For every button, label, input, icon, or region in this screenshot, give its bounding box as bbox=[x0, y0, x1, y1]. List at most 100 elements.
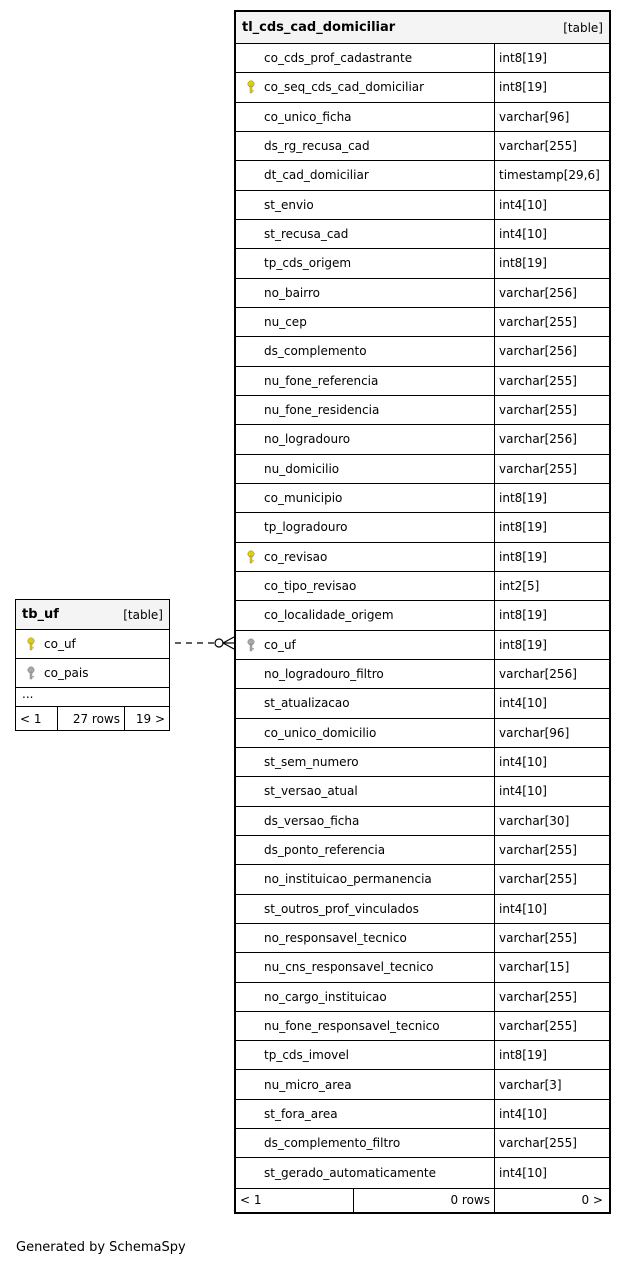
column-name[interactable]: nu_fone_referencia bbox=[236, 367, 494, 395]
column-name[interactable]: no_responsavel_tecnico bbox=[236, 924, 494, 952]
column-name[interactable]: co_seq_cds_cad_domiciliar bbox=[236, 73, 494, 101]
column-name[interactable]: st_atualizacao bbox=[236, 689, 494, 717]
next-page-link[interactable]: 19 > bbox=[124, 707, 169, 730]
column-name[interactable]: co_uf bbox=[16, 630, 169, 658]
column-name[interactable]: co_tipo_revisao bbox=[236, 572, 494, 600]
table-header[interactable]: tl_cds_cad_domiciliar [table] bbox=[236, 12, 609, 44]
table-name[interactable]: tl_cds_cad_domiciliar bbox=[242, 20, 396, 35]
column-name[interactable]: ds_complemento bbox=[236, 337, 494, 365]
column-name[interactable]: st_gerado_automaticamente bbox=[236, 1158, 494, 1187]
prev-page-link[interactable]: < 1 bbox=[20, 711, 42, 726]
column-name[interactable]: no_instituicao_permanencia bbox=[236, 865, 494, 893]
column-name[interactable]: tp_logradouro bbox=[236, 513, 494, 541]
table-tl-cds-cad-domiciliar[interactable]: tl_cds_cad_domiciliar [table] co_cds_pro… bbox=[234, 10, 611, 1214]
more-columns-ellipsis: ... bbox=[16, 688, 169, 707]
table-row[interactable]: co_uf bbox=[16, 630, 169, 659]
column-name-text: nu_fone_referencia bbox=[264, 373, 379, 388]
column-name[interactable]: tp_cds_imovel bbox=[236, 1041, 494, 1069]
table-row[interactable]: nu_fone_responsavel_tecnico varchar[255] bbox=[236, 1011, 609, 1042]
column-name[interactable]: co_unico_ficha bbox=[236, 103, 494, 131]
column-name[interactable]: nu_cep bbox=[236, 308, 494, 336]
column-name-text: nu_fone_responsavel_tecnico bbox=[264, 1018, 440, 1033]
column-name[interactable]: co_cds_prof_cadastrante bbox=[236, 44, 494, 72]
column-name[interactable]: no_logradouro_filtro bbox=[236, 660, 494, 688]
column-name[interactable]: ds_ponto_referencia bbox=[236, 836, 494, 864]
column-name[interactable]: nu_fone_residencia bbox=[236, 396, 494, 424]
column-name[interactable]: ds_rg_recusa_cad bbox=[236, 132, 494, 160]
column-name[interactable]: st_recusa_cad bbox=[236, 220, 494, 248]
column-name[interactable]: dt_cad_domiciliar bbox=[236, 161, 494, 189]
column-type: int4[10] bbox=[494, 190, 607, 219]
column-name[interactable]: st_versao_atual bbox=[236, 777, 494, 805]
table-header[interactable]: tb_uf [table] bbox=[16, 600, 169, 630]
column-name[interactable]: tp_cds_origem bbox=[236, 249, 494, 277]
table-name[interactable]: tb_uf bbox=[22, 607, 59, 622]
column-name[interactable]: nu_micro_area bbox=[236, 1070, 494, 1098]
column-name[interactable]: ds_complemento_filtro bbox=[236, 1129, 494, 1157]
next-page-link[interactable]: 0 > bbox=[494, 1188, 607, 1212]
column-name[interactable]: no_bairro bbox=[236, 279, 494, 307]
column-type: int8[19] bbox=[494, 601, 607, 630]
column-name[interactable]: nu_cns_responsavel_tecnico bbox=[236, 953, 494, 981]
table-row[interactable]: co_pais bbox=[16, 659, 169, 688]
column-name[interactable]: st_fora_area bbox=[236, 1100, 494, 1128]
column-name[interactable]: no_cargo_instituicao bbox=[236, 983, 494, 1011]
column-name[interactable]: ds_versao_ficha bbox=[236, 807, 494, 835]
column-name[interactable]: nu_domicilio bbox=[236, 455, 494, 483]
column-name[interactable]: no_logradouro bbox=[236, 425, 494, 453]
column-name[interactable]: st_outros_prof_vinculados bbox=[236, 895, 494, 923]
column-type: varchar[256] bbox=[494, 337, 607, 366]
column-type: varchar[255] bbox=[494, 1011, 607, 1041]
column-name[interactable]: co_localidade_origem bbox=[236, 601, 494, 629]
column-name[interactable]: co_pais bbox=[16, 659, 169, 687]
column-name[interactable]: co_unico_domicilio bbox=[236, 719, 494, 747]
column-name[interactable]: co_municipio bbox=[236, 484, 494, 512]
column-name[interactable]: st_envio bbox=[236, 191, 494, 219]
column-type: varchar[255] bbox=[494, 865, 607, 894]
column-name[interactable]: co_revisao bbox=[236, 543, 494, 571]
column-name[interactable]: st_sem_numero bbox=[236, 748, 494, 776]
column-name[interactable]: nu_fone_responsavel_tecnico bbox=[236, 1012, 494, 1040]
prev-page-link[interactable]: < 1 bbox=[240, 1193, 262, 1208]
column-name[interactable]: co_uf bbox=[236, 631, 494, 659]
